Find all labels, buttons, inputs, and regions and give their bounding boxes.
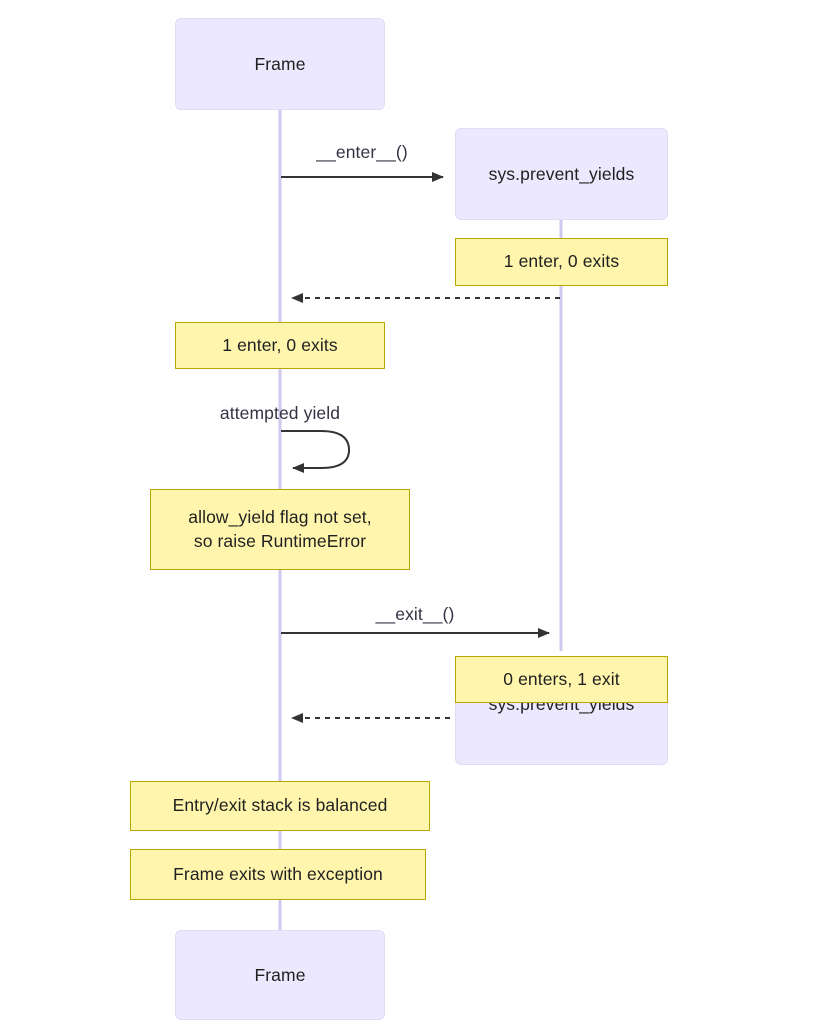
message-label-exit: __exit__(): [281, 604, 549, 625]
note-exception-text: Frame exits with exception: [173, 863, 383, 884]
message-label-enter-text: __enter__(): [316, 142, 408, 162]
message-label-attempted-yield-text: attempted yield: [219, 403, 341, 423]
note-exit-count-text: 0 enters, 1 exit: [503, 668, 620, 689]
note-balanced: Entry/exit stack is balanced: [130, 781, 430, 831]
message-label-exit-text: __exit__(): [375, 604, 455, 624]
actor-frame-bottom[interactable]: Frame: [175, 930, 385, 1020]
actor-prevent-yields-top-label: sys.prevent_yields: [488, 163, 635, 184]
note-exit-count: 0 enters, 1 exit: [455, 656, 668, 703]
message-label-enter: __enter__(): [281, 142, 443, 163]
note-balanced-text: Entry/exit stack is balanced: [172, 795, 388, 816]
note-runtime-error: allow_yield flag not set, so raise Runti…: [150, 489, 410, 570]
actor-frame-top-label: Frame: [254, 53, 306, 74]
actor-prevent-yields-top[interactable]: sys.prevent_yields: [455, 128, 668, 220]
note-runtime-error-text: allow_yield flag not set, so raise Runti…: [188, 507, 372, 551]
note-frame-count-text: 1 enter, 0 exits: [222, 334, 338, 355]
message-label-attempted-yield: attempted yield: [180, 403, 380, 424]
note-enter-count-text: 1 enter, 0 exits: [503, 251, 620, 272]
note-frame-count: 1 enter, 0 exits: [175, 322, 385, 369]
actor-frame-top[interactable]: Frame: [175, 18, 385, 110]
actor-frame-bottom-label: Frame: [254, 964, 306, 985]
note-exception: Frame exits with exception: [130, 849, 426, 900]
note-enter-count: 1 enter, 0 exits: [455, 238, 668, 286]
message-arrow-self-yield: [281, 430, 351, 473]
